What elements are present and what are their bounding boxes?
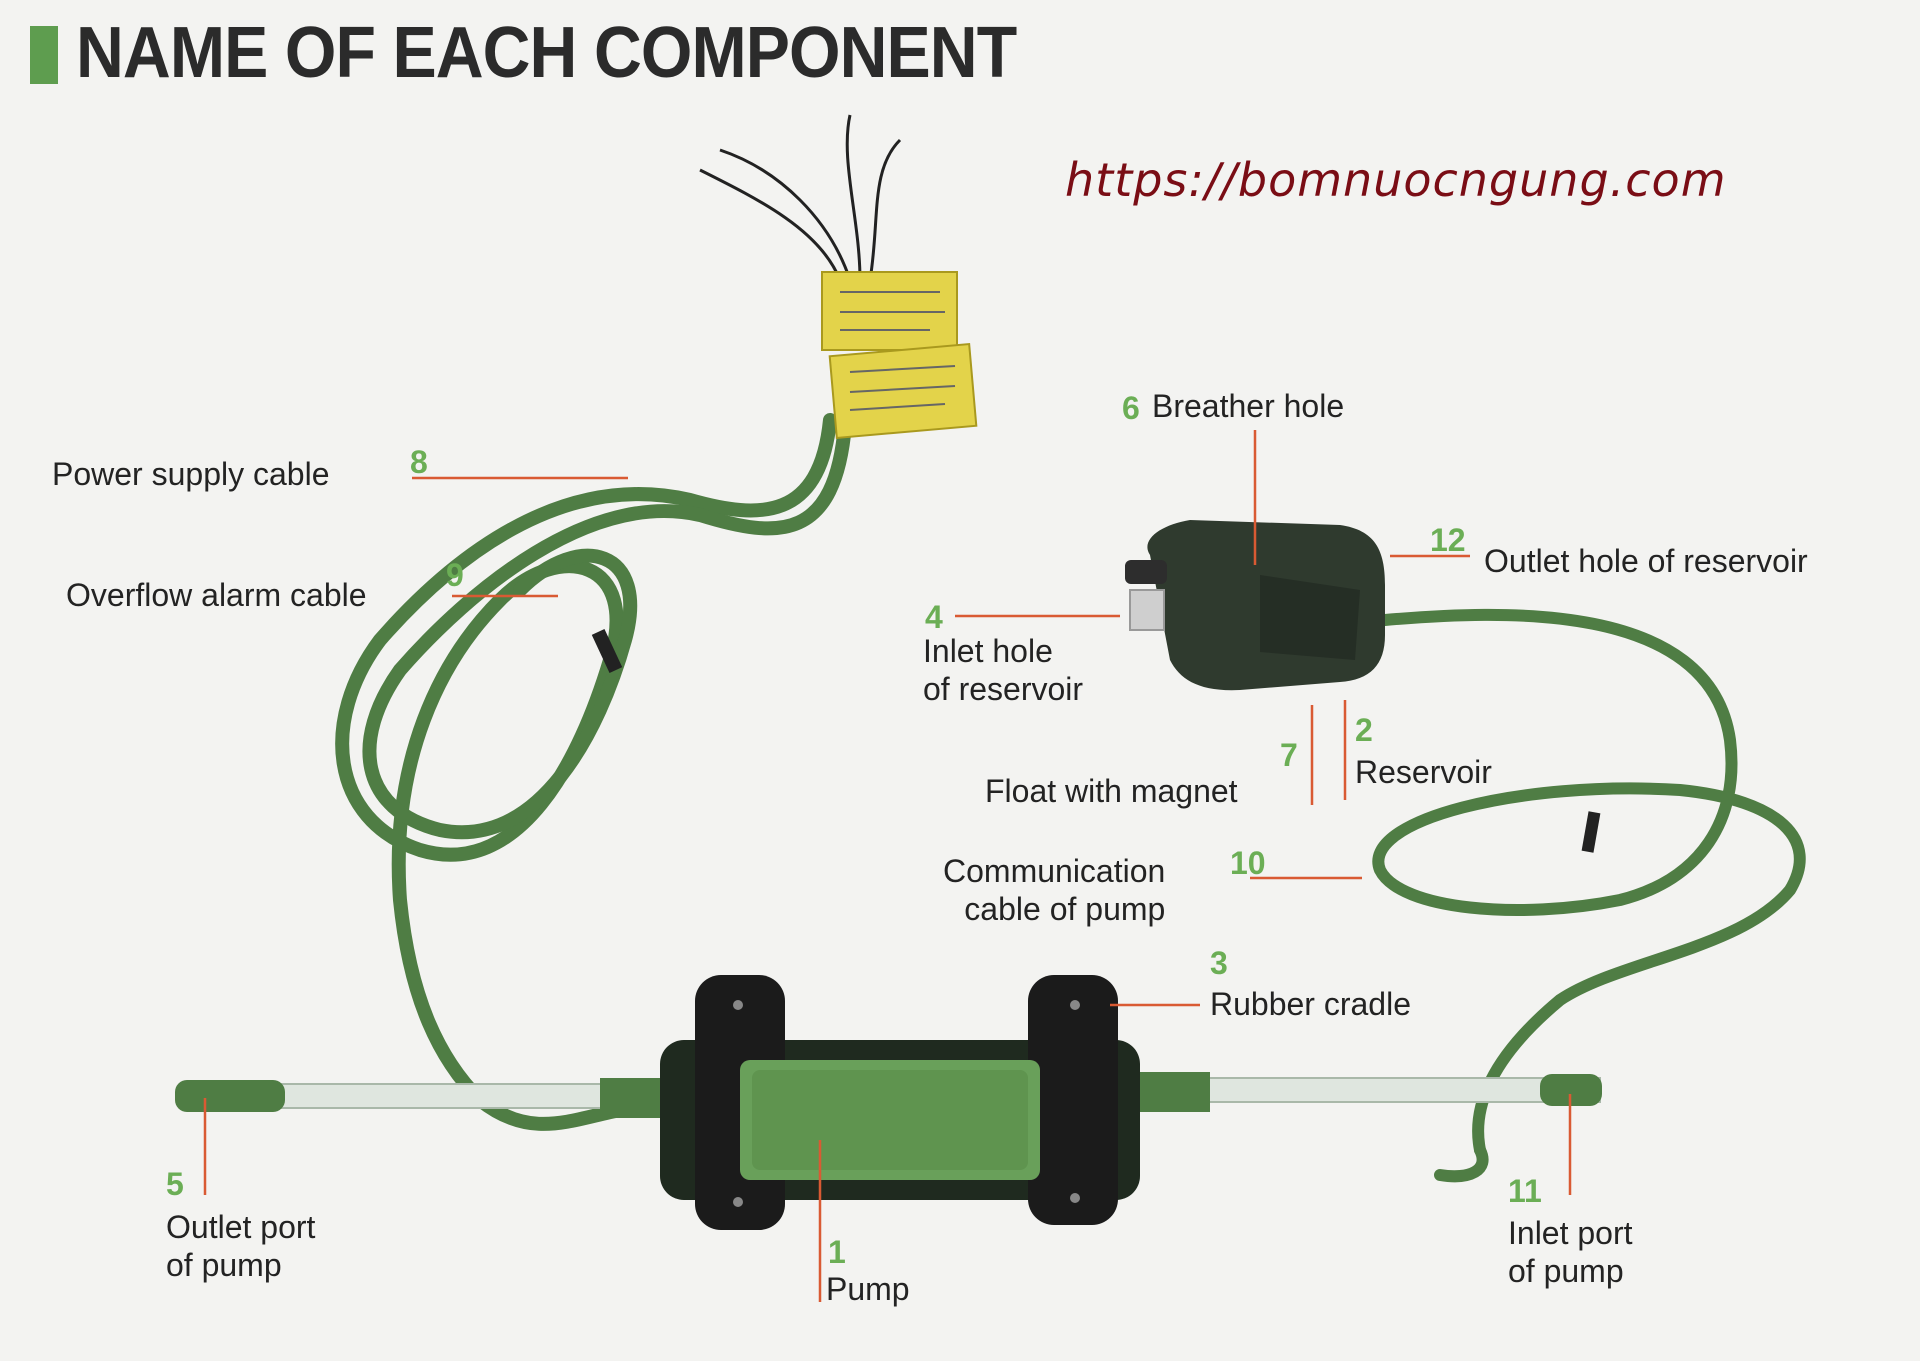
label-line: cable of pump bbox=[964, 891, 1166, 927]
label-power-supply-cable: Power supply cable bbox=[52, 456, 330, 492]
label-overflow-alarm-cable: Overflow alarm cable bbox=[66, 577, 367, 613]
label-inlet-port-of-pump: Inlet port of pump bbox=[1508, 1214, 1633, 1290]
label-line: of pump bbox=[166, 1247, 282, 1283]
number-5: 5 bbox=[166, 1166, 184, 1202]
label-line: Inlet port bbox=[1508, 1215, 1633, 1251]
label-outlet-hole-of-reservoir: Outlet hole of reservoir bbox=[1484, 543, 1808, 579]
number-10: 10 bbox=[1230, 845, 1266, 881]
cable-tie-icon bbox=[591, 629, 623, 673]
label-line: Inlet hole bbox=[923, 633, 1053, 669]
label-reservoir: Reservoir bbox=[1355, 754, 1492, 790]
page-title: NAME OF EACH COMPONENT bbox=[76, 13, 1017, 93]
number-11: 11 bbox=[1508, 1173, 1542, 1209]
number-4: 4 bbox=[925, 599, 943, 635]
label-breather-hole: Breather hole bbox=[1152, 388, 1345, 424]
label-communication-cable-of-pump: Communication cable of pump bbox=[943, 852, 1165, 928]
watermark-url: https://bomnuocngung.com bbox=[1065, 153, 1727, 207]
label-outlet-port-of-pump: Outlet port of pump bbox=[166, 1208, 315, 1284]
label-line: Outlet port bbox=[166, 1209, 316, 1245]
label-line: of pump bbox=[1508, 1253, 1624, 1289]
cable-tie-icon bbox=[1581, 811, 1601, 853]
number-7: 7 bbox=[1280, 737, 1298, 773]
number-1: 1 bbox=[828, 1234, 846, 1270]
number-8: 8 bbox=[410, 444, 428, 480]
label-line: of reservoir bbox=[923, 671, 1084, 707]
number-2: 2 bbox=[1355, 712, 1373, 748]
label-float-with-magnet: Float with magnet bbox=[985, 773, 1238, 809]
label-rubber-cradle: Rubber cradle bbox=[1210, 986, 1411, 1022]
number-12: 12 bbox=[1430, 522, 1466, 558]
label-inlet-hole-of-reservoir: Inlet hole of reservoir bbox=[923, 632, 1083, 708]
label-line: Communication bbox=[943, 853, 1166, 889]
number-3: 3 bbox=[1210, 945, 1228, 981]
number-9: 9 bbox=[446, 557, 464, 593]
label-pump: Pump bbox=[826, 1271, 910, 1307]
number-6: 6 bbox=[1122, 390, 1140, 426]
header-accent-bar bbox=[30, 26, 58, 84]
